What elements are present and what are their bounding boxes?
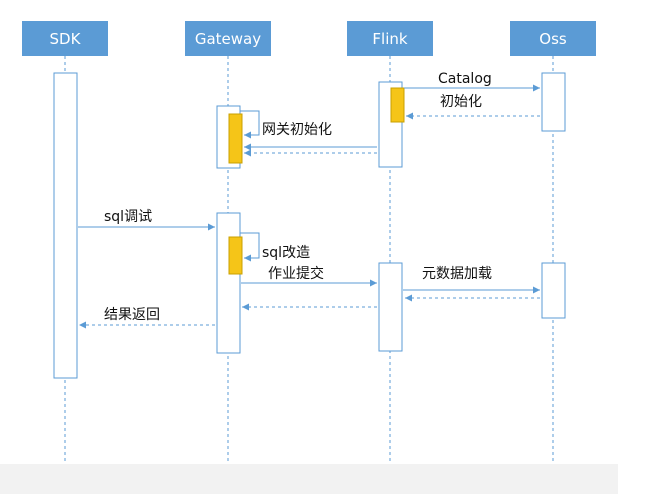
messages: Catalog 初始化 网关初始化 sql调试 sql改造 作业提交 元数据加载…	[78, 71, 540, 329]
actor-oss: Oss	[510, 21, 596, 56]
bottom-band	[0, 464, 618, 494]
msg-result-return-label: 结果返回	[104, 307, 160, 323]
actor-flink-label: Flink	[372, 30, 407, 48]
actor-gateway-label: Gateway	[195, 30, 261, 48]
activation-oss-2	[541, 262, 566, 319]
msg-gateway-init-self	[240, 110, 260, 139]
actor-flink: Flink	[347, 21, 433, 56]
actor-sdk: SDK	[22, 21, 108, 56]
activation-gateway-2	[216, 212, 241, 354]
bottom-band-gap	[618, 464, 666, 494]
msg-gateway-init-label: 网关初始化	[262, 121, 332, 138]
actor-sdk-label: SDK	[50, 30, 82, 48]
activation-gateway-sqlrewrite	[228, 236, 243, 275]
msg-catalog-label-1: Catalog	[438, 71, 492, 87]
activation-gateway-init	[228, 113, 243, 164]
msg-catalog-label-2: 初始化	[440, 93, 482, 110]
msg-sql-debug-label: sql调试	[104, 209, 152, 225]
msg-metadata-load-label: 元数据加载	[422, 266, 492, 282]
activations	[53, 72, 566, 379]
activation-oss-1	[541, 72, 566, 132]
actor-oss-label: Oss	[539, 30, 567, 48]
msg-sql-rewrite-self	[240, 232, 260, 262]
activation-flink-catalog	[390, 87, 405, 123]
activation-flink-2	[378, 262, 403, 352]
msg-sql-rewrite-label: sql改造	[262, 245, 310, 261]
actor-gateway: Gateway	[185, 21, 271, 56]
msg-job-submit-label: 作业提交	[268, 265, 324, 282]
activation-sdk	[53, 72, 78, 379]
